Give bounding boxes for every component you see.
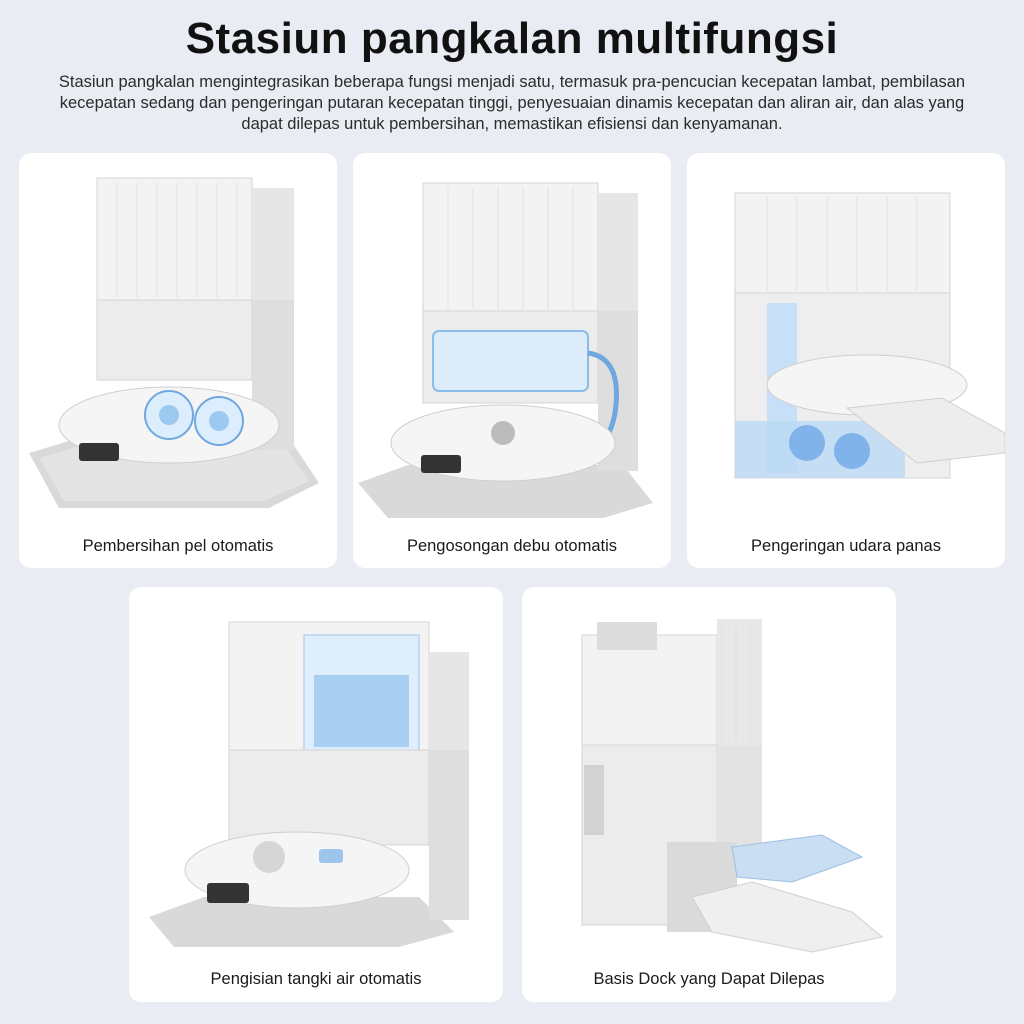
water-tank-refill-station-image [149,621,469,947]
feature-caption: Pengisian tangki air otomatis [210,970,422,988]
mop-washing-station-image [29,177,319,508]
feature-caption: Pengeringan udara panas [751,537,941,555]
feature-card-hot-air-drying: Pengeringan udara panas [687,153,1005,568]
feature-card-dust-emptying: Pengosongan debu otomatis [353,153,671,568]
feature-caption: Basis Dock yang Dapat Dilepas [593,970,825,988]
hot-air-drying-station-image [734,192,1005,479]
page-description: Stasiun pangkalan mengintegrasikan beber… [58,73,966,133]
feature-caption: Pembersihan pel otomatis [82,537,274,555]
feature-card-water-refill: Pengisian tangki air otomatis [129,587,503,1002]
page-title: Stasiun pangkalan multifungsi [185,14,839,63]
feature-caption: Pengosongan debu otomatis [406,537,618,555]
feature-card-detachable-base: Basis Dock yang Dapat Dilepas [522,587,896,1002]
dust-emptying-station-image [358,182,653,518]
detachable-dock-base-image [581,619,884,953]
feature-card-mop-washing: Pembersihan pel otomatis [19,153,337,568]
